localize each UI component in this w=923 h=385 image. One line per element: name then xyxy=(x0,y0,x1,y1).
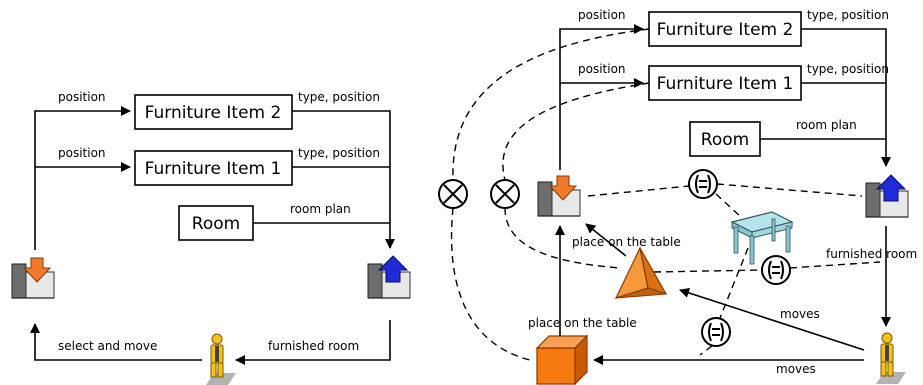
right-label-type-position-1: type, position xyxy=(807,62,889,76)
right-room-text: Room xyxy=(701,130,749,150)
right-label-furnished-room: furnished room xyxy=(826,247,917,261)
right-operator-equal-1-icon xyxy=(688,169,718,199)
left-furniture-item-2-text: Furniture Item 2 xyxy=(145,103,282,123)
right-dash-eq-tray xyxy=(716,183,863,197)
left-arrow-type-position-2 xyxy=(292,110,395,249)
left-person-icon xyxy=(205,333,237,385)
right-arrow-moves-1 xyxy=(679,288,865,351)
left-room-box: Room xyxy=(178,205,254,241)
left-furniture-item-1-box: Furniture Item 1 xyxy=(134,150,293,186)
cube-icon xyxy=(535,334,589,385)
right-furniture-item-1-text: Furniture Item 1 xyxy=(657,74,794,94)
left-arrow-position-2 xyxy=(34,106,131,250)
left-label-room-plan: room plan xyxy=(290,202,351,216)
right-label-position-2: position xyxy=(578,8,626,22)
left-room-text: Room xyxy=(192,214,240,234)
left-label-type-position-1: type, position xyxy=(298,146,380,160)
left-arrow-select-and-move xyxy=(30,323,202,361)
right-diagram: Furniture Item 2 Furniture Item 1 Room p… xyxy=(438,8,917,385)
right-label-place-on-table-1: place on the table xyxy=(572,235,681,249)
right-dash-eq-tray-2 xyxy=(789,261,881,269)
right-operator-equal-3-icon xyxy=(701,317,731,347)
right-operator-cross-2-icon xyxy=(490,179,520,209)
right-furniture-item-1-box: Furniture Item 1 xyxy=(648,65,802,101)
right-label-moves-2: moves xyxy=(776,362,816,376)
right-dash-eq-cube xyxy=(699,345,713,356)
right-arrow-place-on-table-1 xyxy=(585,223,627,257)
right-operator-cross-1-icon xyxy=(438,179,468,209)
right-dash-pyramid-eq xyxy=(653,269,763,273)
right-label-position-1: position xyxy=(578,62,626,76)
right-dash-table-eq xyxy=(719,247,749,319)
left-label-position-1: position xyxy=(58,146,106,160)
right-dash-item2-cross xyxy=(452,28,650,181)
left-input-tray-icon xyxy=(367,255,411,299)
left-arrow-furnished-room xyxy=(235,320,391,365)
right-operator-equal-2-icon xyxy=(761,255,791,285)
right-person-icon xyxy=(875,332,907,385)
right-output-tray-icon xyxy=(537,175,581,217)
right-arrow-type-position-2 xyxy=(801,28,891,167)
right-dash-eq-table xyxy=(715,193,743,219)
table-icon xyxy=(730,211,794,265)
right-dash-cross-cube xyxy=(450,207,531,361)
right-label-moves-1: moves xyxy=(780,307,820,321)
right-furniture-item-2-box: Furniture Item 2 xyxy=(648,11,802,47)
pyramid-icon xyxy=(614,246,668,299)
left-diagram: Furniture Item 2 Furniture Item 1 Room p… xyxy=(11,90,411,385)
left-furniture-item-1-text: Furniture Item 1 xyxy=(145,159,282,179)
right-dash-tray-eq xyxy=(587,185,690,197)
right-dash-cross-pyramid xyxy=(504,207,621,269)
right-label-room-plan: room plan xyxy=(796,118,857,132)
right-input-tray-icon xyxy=(865,174,909,218)
left-furniture-item-2-box: Furniture Item 2 xyxy=(134,94,293,130)
right-arrow-position-2 xyxy=(559,24,644,170)
right-furniture-item-2-text: Furniture Item 2 xyxy=(657,20,794,40)
left-label-furnished-room: furnished room xyxy=(268,339,359,353)
right-label-place-on-table-2: place on the table xyxy=(528,316,637,330)
left-label-select-and-move: select and move xyxy=(58,339,157,353)
left-label-position-2: position xyxy=(58,90,106,104)
right-label-type-position-2: type, position xyxy=(807,8,889,22)
left-label-type-position-2: type, position xyxy=(298,90,380,104)
left-output-tray-icon xyxy=(11,257,55,299)
right-dash-item1-cross xyxy=(502,82,650,181)
right-room-box: Room xyxy=(689,121,761,157)
